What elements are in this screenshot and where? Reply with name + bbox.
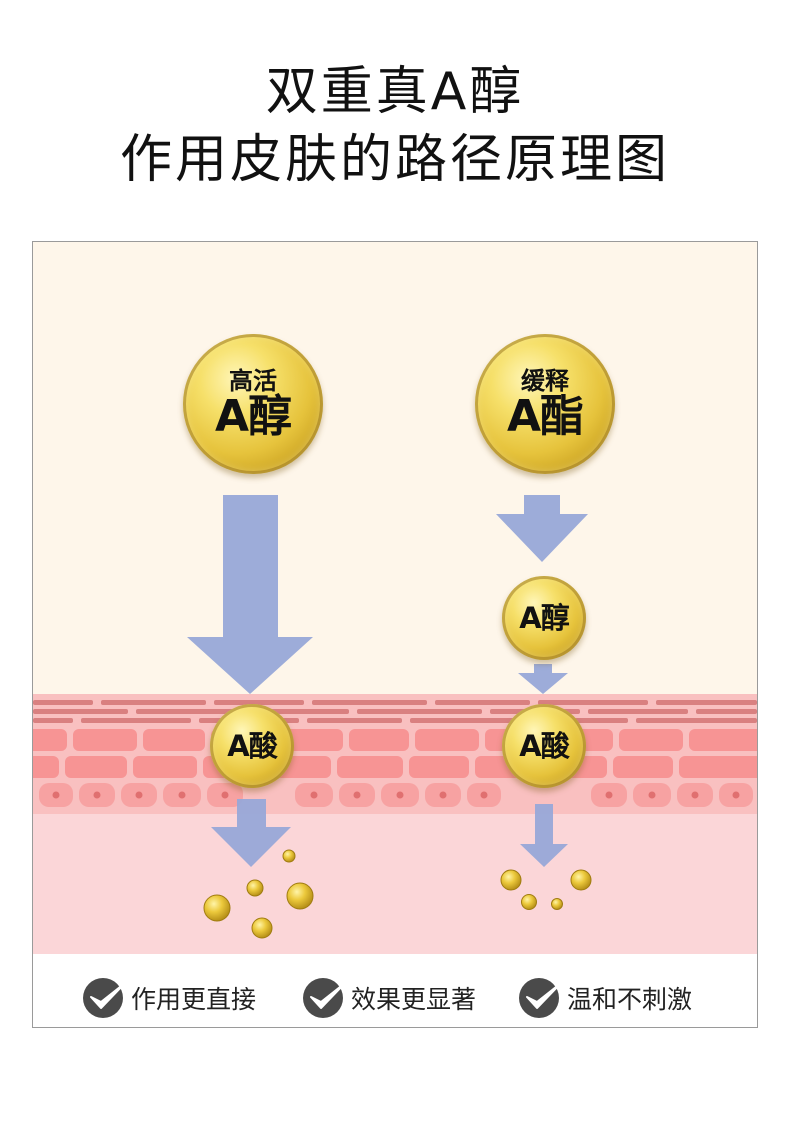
check-icon — [83, 978, 126, 1018]
benefit-item: 作用更直接 — [81, 976, 256, 1020]
coin-small-label: 缓释 — [521, 366, 569, 395]
benefits-bar: 作用更直接 效果更显著 温和不刺激 — [33, 954, 757, 1027]
droplet — [521, 894, 537, 910]
penetration-arrows — [187, 495, 588, 867]
droplet — [203, 894, 231, 922]
benefit-label: 温和不刺激 — [567, 985, 693, 1014]
droplet — [282, 849, 296, 863]
benefit-item: 效果更显著 — [301, 976, 476, 1020]
arrow-right-bottom — [520, 804, 568, 867]
diagram-panel: 高活 A醇 缓释 A酯 A醇 A酸 A酸 作用更直接 效果更显著 — [32, 241, 758, 1028]
coin-retinol-converted: A醇 — [502, 576, 586, 660]
arrow-left-bottom — [211, 799, 291, 867]
droplet — [246, 879, 264, 897]
coin-label: A醇 — [519, 600, 569, 635]
coin-high-active-retinol: 高活 A醇 — [183, 334, 323, 474]
coin-retinoic-acid-left: A酸 — [210, 704, 294, 788]
gold-droplets — [203, 849, 592, 939]
skin-cells-row-2 — [33, 756, 757, 778]
coin-big-label: A酯 — [506, 391, 584, 443]
coin-big-label: A醇 — [214, 391, 292, 443]
title-line-1: 双重真A醇 — [265, 62, 525, 122]
coin-label: A酸 — [519, 728, 569, 763]
droplet — [286, 882, 314, 910]
arrow-left-big — [187, 495, 313, 694]
droplet — [500, 869, 522, 891]
arrow-right-small — [518, 664, 568, 694]
droplet — [551, 898, 563, 910]
benefit-label: 效果更显著 — [351, 985, 477, 1014]
title-line-2: 作用皮肤的路径原理图 — [119, 130, 670, 190]
coin-slow-release-ester: 缓释 A酯 — [475, 334, 615, 474]
arrow-right-top — [496, 495, 588, 562]
benefit-item: 温和不刺激 — [517, 976, 692, 1020]
check-icon — [519, 978, 562, 1018]
skin-illustration — [33, 495, 757, 957]
coin-label: A酸 — [227, 728, 277, 763]
check-icon — [303, 978, 346, 1018]
droplet — [570, 869, 592, 891]
coin-retinoic-acid-right: A酸 — [502, 704, 586, 788]
skin-lower-layer — [33, 812, 757, 957]
droplet — [251, 917, 273, 939]
benefit-label: 作用更直接 — [131, 985, 257, 1014]
skin-cells-row-3 — [39, 783, 753, 807]
coin-small-label: 高活 — [229, 366, 277, 395]
